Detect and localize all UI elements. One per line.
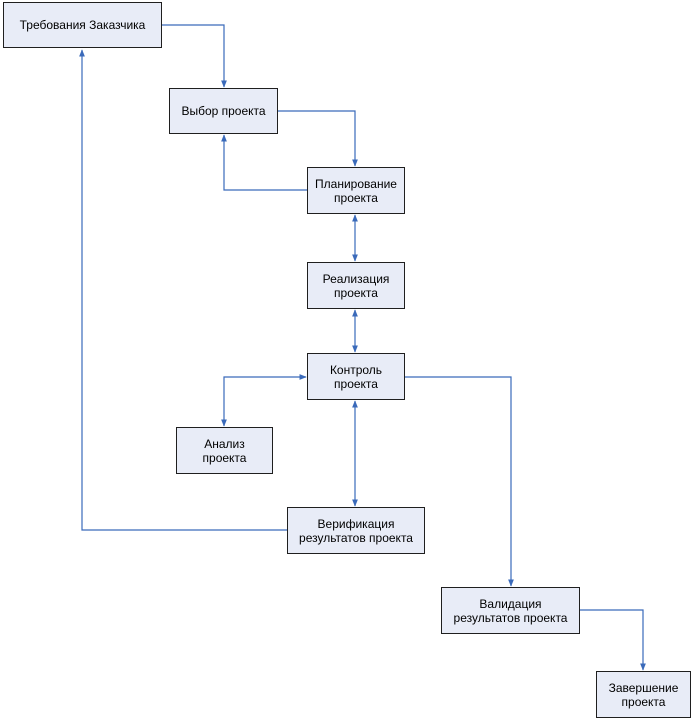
node-results-validation: Валидация результатов проекта [441, 587, 580, 634]
node-customer-requirements: Требования Заказчика [3, 2, 162, 48]
node-project-selection: Выбор проекта [169, 88, 278, 134]
node-project-planning: Планирование проекта [307, 167, 405, 214]
node-label: Валидация результатов проекта [453, 596, 568, 625]
node-label: Завершение проекта [608, 680, 679, 709]
edge-selection-to-planning [278, 110, 358, 167]
edge-control-to-validation [405, 376, 514, 587]
node-label: Требования Заказчика [19, 18, 146, 32]
node-project-analysis: Анализ проекта [176, 427, 273, 474]
node-label: Планирование проекта [315, 176, 397, 205]
node-project-completion: Завершение проекта [596, 671, 691, 718]
node-label: Верификация результатов проекта [299, 516, 413, 545]
node-project-control: Контроль проекта [307, 353, 405, 400]
node-label: Реализация проекта [322, 271, 390, 300]
edge-analysis-control [221, 374, 307, 427]
node-label: Выбор проекта [181, 104, 266, 118]
edge-validation-to-completion [580, 609, 646, 671]
node-label: Контроль проекта [329, 362, 383, 391]
node-results-verification: Верификация результатов проекта [287, 507, 425, 554]
edge-requirements-to-selection [162, 24, 227, 88]
edge-verification-to-requirements [79, 49, 287, 531]
node-label: Анализ проекта [202, 436, 247, 465]
edge-planning-to-selection [221, 134, 308, 191]
node-project-implementation: Реализация проекта [307, 262, 405, 309]
